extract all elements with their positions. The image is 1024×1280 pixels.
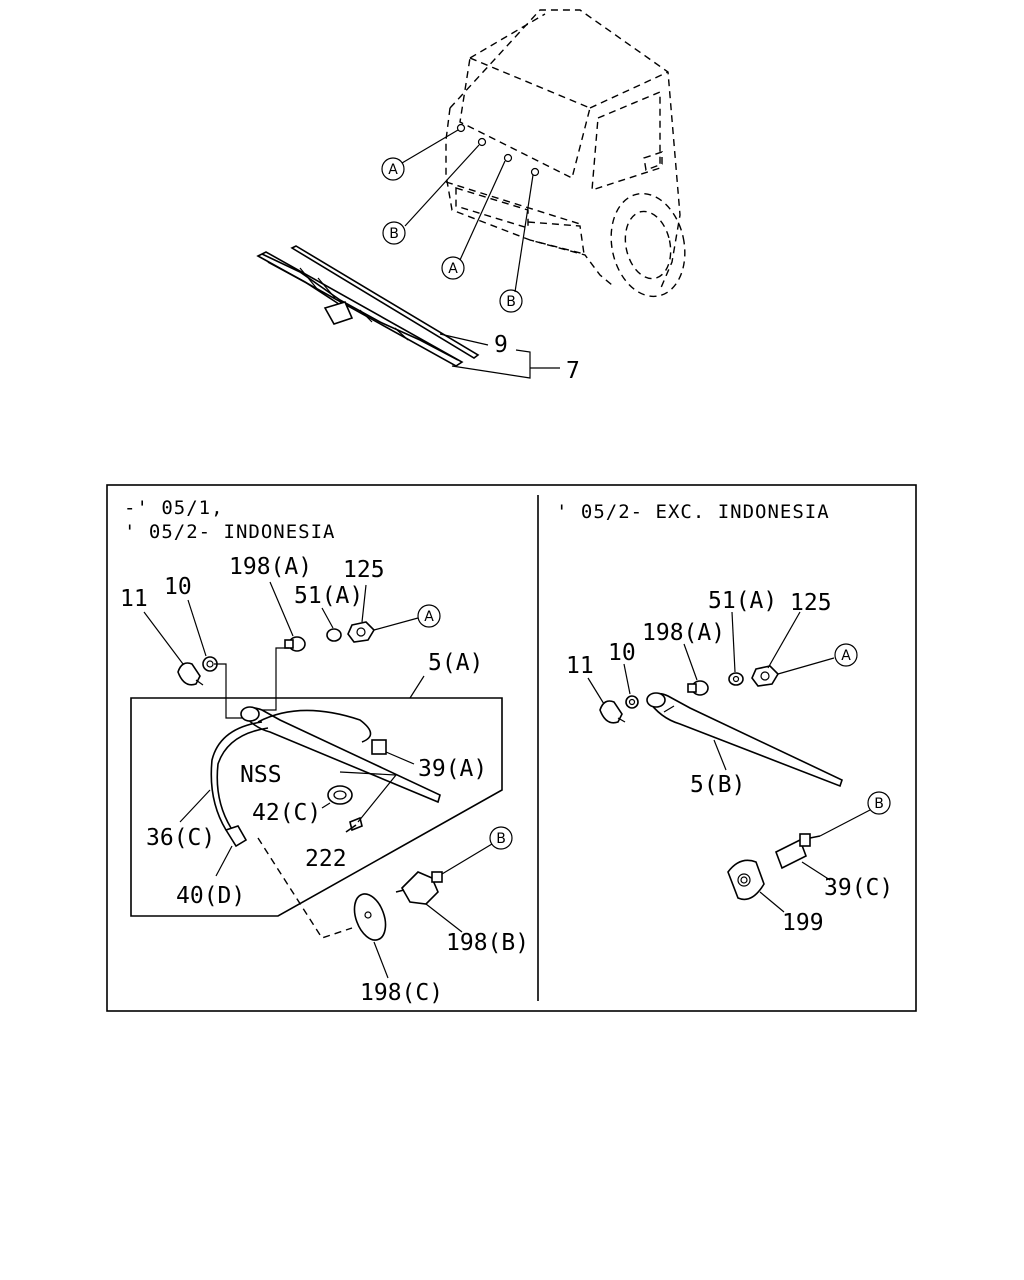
left-panel-parts (130, 581, 503, 979)
left-label-nss: NSS (240, 762, 282, 788)
left-label-5a: 5(A) (428, 650, 483, 676)
wiper-blade-illustration (256, 245, 560, 379)
marker-label: B (389, 226, 399, 242)
right-label-5b: 5(B) (690, 772, 745, 798)
left-label-42c: 42(C) (252, 800, 321, 826)
label-7: 7 (566, 358, 580, 384)
right-label-11: 11 (566, 653, 594, 679)
right-label-125: 125 (790, 590, 832, 616)
right-panel-parts (587, 611, 871, 913)
right-marker-b: B (867, 791, 891, 815)
marker-label: A (424, 609, 434, 625)
left-panel-note-line2: ' 05/2- INDONESIA (124, 521, 335, 543)
left-label-36c: 36(C) (146, 825, 215, 851)
left-label-40d: 40(D) (176, 883, 245, 909)
left-label-125: 125 (343, 557, 385, 583)
left-label-11: 11 (120, 586, 148, 612)
truck-cab-illustration (401, 9, 686, 298)
left-marker-a: A (417, 604, 441, 628)
right-label-51a: 51(A) (708, 588, 777, 614)
right-label-39c: 39(C) (824, 875, 893, 901)
left-label-39a: 39(A) (418, 756, 487, 782)
left-panel-note-line1: -' 05/1, (124, 497, 224, 519)
left-label-222: 222 (305, 846, 347, 872)
right-label-198a: 198(A) (642, 620, 725, 646)
marker-label: A (841, 648, 851, 664)
left-marker-b: B (489, 826, 513, 850)
right-marker-a: A (834, 643, 858, 667)
right-label-199: 199 (782, 910, 824, 936)
top-marker-b-1: B (382, 221, 406, 245)
marker-label: A (388, 162, 398, 178)
left-label-51a: 51(A) (294, 583, 363, 609)
left-label-198c: 198(C) (360, 980, 443, 1006)
marker-label: B (506, 294, 516, 310)
right-panel-note: ' 05/2- EXC. INDONESIA (556, 501, 830, 523)
marker-label: A (448, 261, 458, 277)
diagram-frame (106, 484, 917, 1012)
top-marker-a-1: A (381, 157, 405, 181)
top-marker-b-2: B (499, 289, 523, 313)
top-marker-a-2: A (441, 256, 465, 280)
left-label-10: 10 (164, 574, 192, 600)
left-label-198a: 198(A) (229, 554, 312, 580)
marker-label: B (874, 796, 884, 812)
left-label-198b: 198(B) (446, 930, 529, 956)
label-9: 9 (494, 332, 508, 358)
marker-label: B (496, 831, 506, 847)
right-label-10: 10 (608, 640, 636, 666)
